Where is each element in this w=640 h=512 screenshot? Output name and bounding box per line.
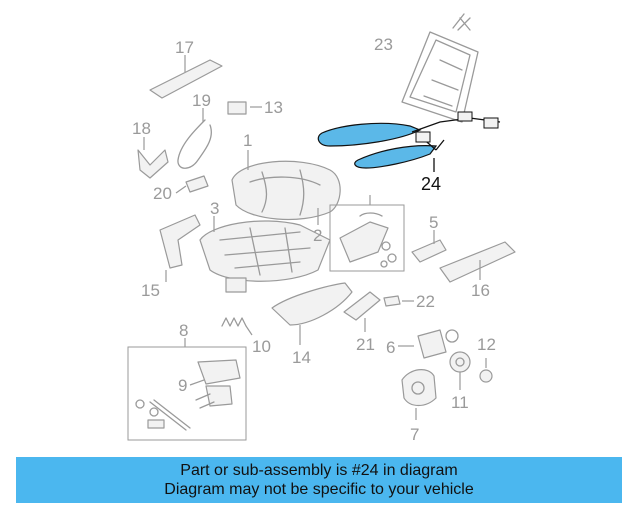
callout-22: 22 <box>416 292 435 311</box>
heater-pad-back <box>317 122 422 147</box>
part-6-motor <box>417 329 447 359</box>
part-16-rail-cover <box>439 241 516 283</box>
callout-20: 20 <box>153 184 172 203</box>
callout-12: 12 <box>477 335 496 354</box>
callout-16: 16 <box>471 281 490 300</box>
callout-1: 1 <box>243 131 252 150</box>
part-21-bracket <box>343 291 381 321</box>
part-18-bracket <box>137 149 169 179</box>
part-7-motor-assembly <box>401 369 437 407</box>
callout-21: 21 <box>356 335 375 354</box>
callout-7: 7 <box>410 425 419 444</box>
part-8-assembly-box <box>127 346 247 441</box>
callout-8: 8 <box>179 321 188 340</box>
callout-14: 14 <box>292 348 311 367</box>
callout-11: 11 <box>451 393 469 412</box>
part-15-side-cover <box>159 214 201 269</box>
callout-13: 13 <box>264 98 283 117</box>
part-17-trim <box>149 59 223 99</box>
part-14-lower-trim <box>271 282 353 326</box>
part-1-seat-cushion <box>231 160 341 221</box>
heater-pad-cushion <box>354 145 438 169</box>
callout-9: 9 <box>178 376 187 395</box>
callout-2: 2 <box>313 226 322 245</box>
part-11-gear <box>449 351 471 373</box>
parts-diagram: 17 23 19 13 18 1 20 24 3 5 2 15 16 22 8 … <box>127 13 516 444</box>
part-10-spring <box>221 317 247 327</box>
banner-line-1: Part or sub-assembly is #24 in diagram <box>180 462 458 479</box>
callout-5: 5 <box>429 213 438 232</box>
part-12-nut <box>479 369 493 383</box>
callout-3: 3 <box>210 199 219 218</box>
callout-17: 17 <box>175 38 194 57</box>
part-20-fastener <box>185 175 209 193</box>
part-13-clip <box>227 101 247 115</box>
part-22-knob <box>383 295 401 307</box>
part-3-seat-frame <box>199 220 331 293</box>
part-19-cable <box>177 119 212 169</box>
part-4-assembly-box <box>329 204 405 272</box>
notice-banner: Part or sub-assembly is #24 in diagram D… <box>16 457 622 503</box>
callout-23: 23 <box>374 35 393 54</box>
banner-line-2: Diagram may not be specific to your vehi… <box>164 481 474 498</box>
callout-15: 15 <box>141 281 160 300</box>
callout-24: 24 <box>421 174 441 194</box>
callout-18: 18 <box>132 119 151 138</box>
part-24-seat-heater <box>317 111 501 172</box>
part-5-cover <box>411 239 447 263</box>
callouts: 17 23 19 13 18 1 20 24 3 5 2 15 16 22 8 … <box>132 35 496 444</box>
part-23-seatback-frame <box>401 13 479 123</box>
callout-6: 6 <box>386 338 395 357</box>
callout-19: 19 <box>192 91 211 110</box>
callout-10: 10 <box>252 337 271 356</box>
